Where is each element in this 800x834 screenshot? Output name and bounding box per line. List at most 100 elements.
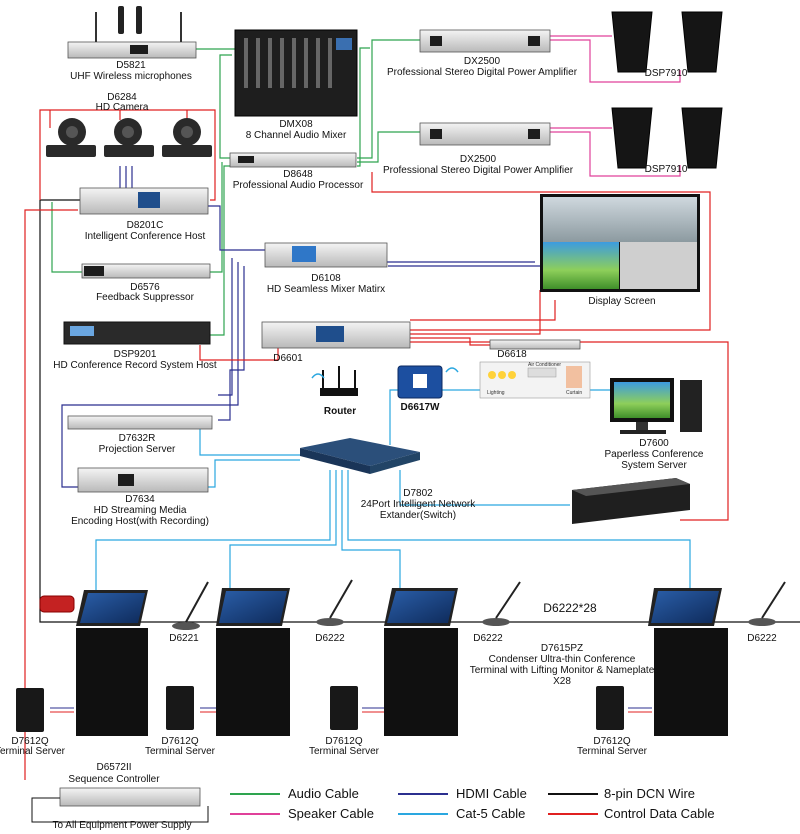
d7600-desc-2: System Server (621, 460, 687, 471)
d7615pz-count: X28 (553, 676, 571, 687)
ts-1-desc: Terminal Server (0, 746, 66, 757)
d7615pz-desc-2: Terminal with Lifting Monitor & Nameplat… (470, 665, 655, 676)
d6572ii-sequence-controller: D6572II Sequence Controller To All Equip… (31, 762, 209, 831)
dsp7910-1-label: DSP7910 (645, 68, 688, 79)
terminal-server-2: D7612Q Terminal Server (145, 686, 216, 757)
terminal-3: D6222 (384, 581, 521, 736)
mic-4-label: D6222 (747, 633, 777, 644)
d6576-desc: Feedback Suppressor (96, 292, 195, 303)
d6576-feedback-suppressor: D6576 Feedback Suppressor (81, 263, 211, 303)
ts-3-desc: Terminal Server (309, 746, 380, 757)
legend-cat5-label: Cat-5 Cable (456, 806, 525, 821)
dx2500-amplifier-2: DX2500 Professional Stereo Digital Power… (383, 122, 574, 176)
d7802-model: D7802 (403, 488, 433, 499)
d5821-desc: UHF Wireless microphones (70, 71, 192, 82)
ts-4-desc: Terminal Server (577, 746, 648, 757)
d6284-model: D6284 (107, 92, 137, 103)
dcn-wire (39, 199, 800, 623)
d6601-label: D6601 (273, 353, 303, 364)
d6572ii-desc: Sequence Controller (68, 774, 160, 785)
d7634-desc-2: Encoding Host(with Recording) (71, 516, 209, 527)
d6618-label: D6618 (497, 349, 527, 360)
d7802-desc-2: Extander(Switch) (380, 510, 456, 521)
ts-2-model: D7612Q (161, 736, 198, 747)
dsp9201-record-host: DSP9201 HD Conference Record System Host (53, 321, 217, 371)
d6284-desc: HD Camera (96, 102, 149, 113)
d7615pz-desc: Condenser Ultra-thin Conference (489, 654, 636, 665)
d6576-model: D6576 (130, 282, 160, 293)
d6284-cameras: D6284 HD Camera (46, 92, 212, 157)
mic-1-label: D6221 (169, 633, 199, 644)
dsp7910-2-label: DSP7910 (645, 164, 688, 175)
d6618-tag-aircon: Air Conditioner (528, 362, 561, 368)
dmx08-desc: 8 Channel Audio Mixer (246, 130, 347, 141)
dx2500-amplifier-1: DX2500 Professional Stereo Digital Power… (387, 29, 578, 78)
display-screen: Display Screen (540, 194, 700, 307)
legend-control-label: Control Data Cable (604, 806, 715, 821)
dmx08-audio-mixer: DMX08 8 Channel Audio Mixer (234, 29, 358, 141)
dmx08-model: DMX08 (279, 119, 313, 130)
legend-speaker: Speaker Cable (230, 806, 374, 821)
d6601-central-control: D6601 (261, 321, 411, 364)
power-supply-label: To All Equipment Power Supply (53, 820, 192, 831)
d5821-wireless-mic: D5821 UHF Wireless microphones (67, 6, 197, 82)
dsp9201-model: DSP9201 (114, 349, 157, 360)
d6618-tag-lighting: Lighting (487, 390, 505, 396)
d6108-mixer-matrix: D6108 HD Seamless Mixer Matirx (264, 242, 388, 295)
d6572ii-model: D6572II (96, 762, 131, 773)
legend-dcn: 8-pin DCN Wire (548, 786, 695, 801)
legend-hdmi-label: HDMI Cable (456, 786, 527, 801)
d7802-desc: 24Port Intelligent Network (361, 499, 477, 510)
legend-dcn-label: 8-pin DCN Wire (604, 786, 695, 801)
d7632r-desc: Projection Server (99, 444, 176, 455)
ts-4-model: D7612Q (593, 736, 630, 747)
d8648-model: D8648 (283, 169, 313, 180)
ts-2-desc: Terminal Server (145, 746, 216, 757)
legend-hdmi: HDMI Cable (398, 786, 527, 801)
d7634-model: D7634 (125, 494, 155, 505)
dsp9201-desc: HD Conference Record System Host (53, 360, 217, 371)
mic-3-label: D6222 (473, 633, 503, 644)
d7600-desc: Paperless Conference (605, 449, 704, 460)
terminal-server-4: D7612Q Terminal Server (577, 686, 652, 757)
d6108-desc: HD Seamless Mixer Matirx (267, 284, 385, 295)
dx2500-1-desc: Professional Stereo Digital Power Amplif… (387, 67, 578, 78)
d8648-audio-processor: D8648 Professional Audio Processor (229, 152, 364, 191)
d5821-model: D5821 (116, 60, 146, 71)
dsp7910-speakers-1: DSP7910 (611, 11, 723, 79)
d6108-model: D6108 (311, 273, 341, 284)
speaker-cables (550, 35, 681, 177)
dx2500-2-model: DX2500 (460, 154, 497, 165)
terminal-server-1: D7612Q Terminal Server (0, 688, 74, 757)
terminal-1: D6221 (76, 581, 209, 736)
display-label: Display Screen (588, 296, 655, 307)
d8201c-desc: Intelligent Conference Host (85, 231, 206, 242)
terminal-2: D6222 (216, 579, 353, 736)
d7600-paperless-server: D7600 Paperless Conference System Server (572, 378, 704, 524)
legend-audio: Audio Cable (230, 786, 359, 801)
terminal-server-3: D7612Q Terminal Server (309, 686, 384, 757)
mic-2-label: D6222 (315, 633, 345, 644)
d7802-network-switch: D7802 24Port Intelligent Network Extande… (300, 438, 476, 521)
d7600-model: D7600 (639, 438, 669, 449)
d6618-relay: D6618 Lighting Air Conditioner Curtain (479, 339, 591, 399)
dsp7910-speakers-2: DSP7910 (611, 107, 723, 175)
d6617w-touch-panel: D6617W (397, 365, 459, 413)
legend-audio-label: Audio Cable (288, 786, 359, 801)
legend: Audio Cable HDMI Cable 8-pin DCN Wire Sp… (230, 786, 715, 821)
ts-3-model: D7612Q (325, 736, 362, 747)
hdmi-cables (61, 166, 540, 488)
terminal-4: D6222 (648, 581, 786, 736)
legend-speaker-label: Speaker Cable (288, 806, 374, 821)
dx2500-2-desc: Professional Stereo Digital Power Amplif… (383, 165, 574, 176)
d7634-encoding-host: D7634 HD Streaming Media Encoding Host(w… (71, 467, 209, 527)
d8648-desc: Professional Audio Processor (233, 180, 364, 191)
d7615pz-label: D7615PZ Condenser Ultra-thin Conference … (470, 643, 655, 687)
router: Router (311, 366, 358, 417)
legend-cat5: Cat-5 Cable (398, 806, 525, 821)
power-button-icon (39, 595, 75, 613)
d7634-desc: HD Streaming Media (94, 505, 187, 516)
ts-1-model: D7612Q (11, 736, 48, 747)
d8201c-conference-host: D8201C Intelligent Conference Host (79, 187, 209, 242)
